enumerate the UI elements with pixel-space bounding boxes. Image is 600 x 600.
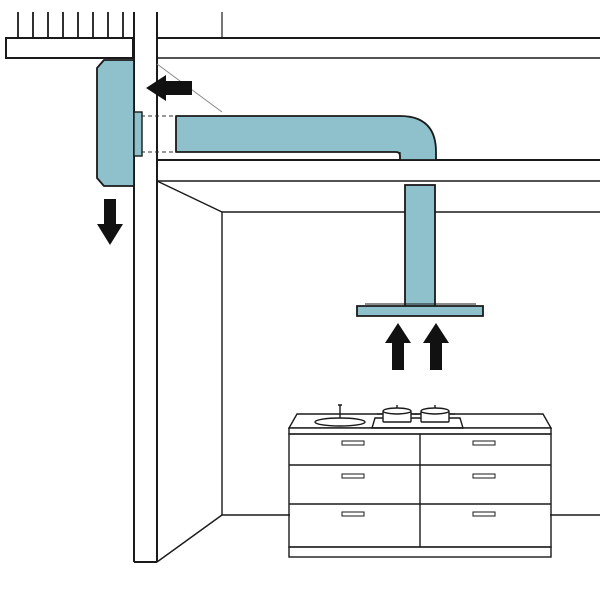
drawer-handle-icon bbox=[472, 440, 496, 446]
floor-corner-diagonal bbox=[156, 514, 223, 563]
range-hood-canopy bbox=[356, 305, 484, 317]
horizontal-duct-with-elbow bbox=[175, 115, 437, 161]
drawer-handle-icon bbox=[341, 511, 365, 517]
cooking-pot-icon bbox=[377, 405, 417, 423]
range-hood bbox=[356, 184, 484, 317]
roof-railing bbox=[17, 12, 124, 38]
arrow-down-icon bbox=[97, 199, 123, 245]
arrow-left-icon bbox=[146, 75, 192, 101]
countertop-edge bbox=[288, 427, 552, 435]
arrow-up-icon bbox=[423, 323, 449, 370]
cabinet-plinth bbox=[288, 546, 552, 558]
fan-mounting-plate bbox=[133, 111, 143, 157]
airflow-arrows bbox=[97, 75, 449, 370]
drawer-handle-icon bbox=[341, 473, 365, 479]
ceiling-corner-diagonal bbox=[156, 180, 223, 213]
drawer-handle-icon bbox=[472, 511, 496, 517]
drawer-handle-icon bbox=[341, 440, 365, 446]
range-hood-chimney bbox=[404, 184, 436, 309]
exterior-wall-fan-unit bbox=[96, 59, 143, 187]
arrow-up-icon bbox=[385, 323, 411, 370]
cooking-pot-icon bbox=[415, 405, 455, 423]
kitchen-island bbox=[287, 404, 553, 558]
faucet bbox=[338, 404, 342, 418]
drawer-handles bbox=[341, 440, 496, 517]
drawer-handle-icon bbox=[472, 473, 496, 479]
room-structure bbox=[5, 12, 600, 563]
roof-slab bbox=[5, 37, 134, 59]
